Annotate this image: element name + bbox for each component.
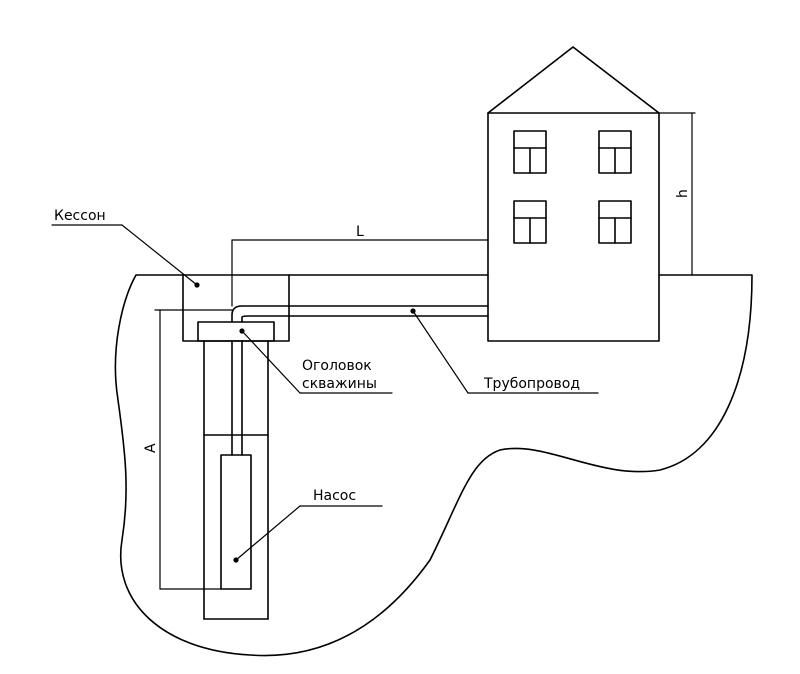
borehole-casing xyxy=(203,340,269,620)
wellhead-label-line2: скважины xyxy=(302,376,377,392)
wellhead-label-line1: Оголовок xyxy=(302,358,372,374)
length-dimension xyxy=(231,239,489,307)
window-bottom-left xyxy=(513,200,547,244)
pipeline-leader xyxy=(410,308,599,394)
pump-label: Насос xyxy=(313,488,356,504)
pump-pipe xyxy=(231,340,243,456)
house xyxy=(487,46,660,342)
pipeline xyxy=(231,305,489,323)
house-roof xyxy=(487,46,660,114)
pipeline-label: Трубопровод xyxy=(483,376,580,392)
window-bottom-right xyxy=(598,200,632,244)
house-wall xyxy=(487,112,660,342)
height-dimension-label: h xyxy=(675,189,691,198)
window-top-right xyxy=(598,130,632,174)
length-dimension-label: L xyxy=(356,224,364,240)
caisson-label: Кессон xyxy=(54,208,106,224)
window-top-left xyxy=(513,130,547,174)
caisson-leader xyxy=(51,224,200,288)
ground-outline xyxy=(114,274,753,657)
pump-leader xyxy=(233,505,383,563)
wellhead xyxy=(197,321,275,342)
pump xyxy=(220,454,252,590)
height-dimension xyxy=(658,112,696,276)
depth-dimension xyxy=(159,309,222,590)
wellhead-leader xyxy=(239,328,393,394)
depth-dimension-label: A xyxy=(143,443,159,453)
